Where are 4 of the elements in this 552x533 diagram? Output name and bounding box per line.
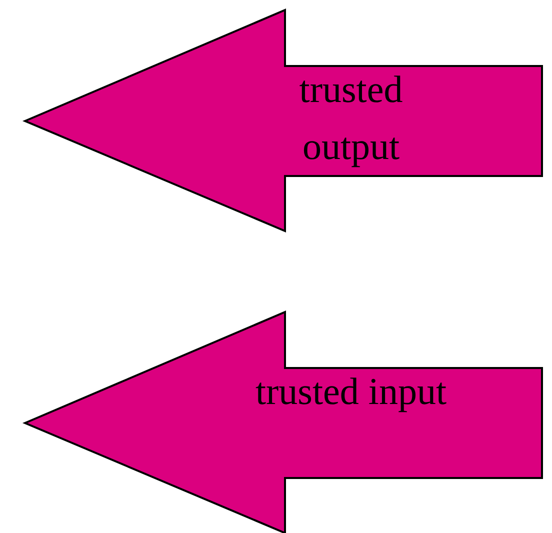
left-arrow-shape (25, 10, 543, 231)
arrow-label: trusted output (298, 68, 404, 170)
left-arrow-shape (25, 312, 543, 533)
arrow-label: trusted input (254, 370, 448, 415)
